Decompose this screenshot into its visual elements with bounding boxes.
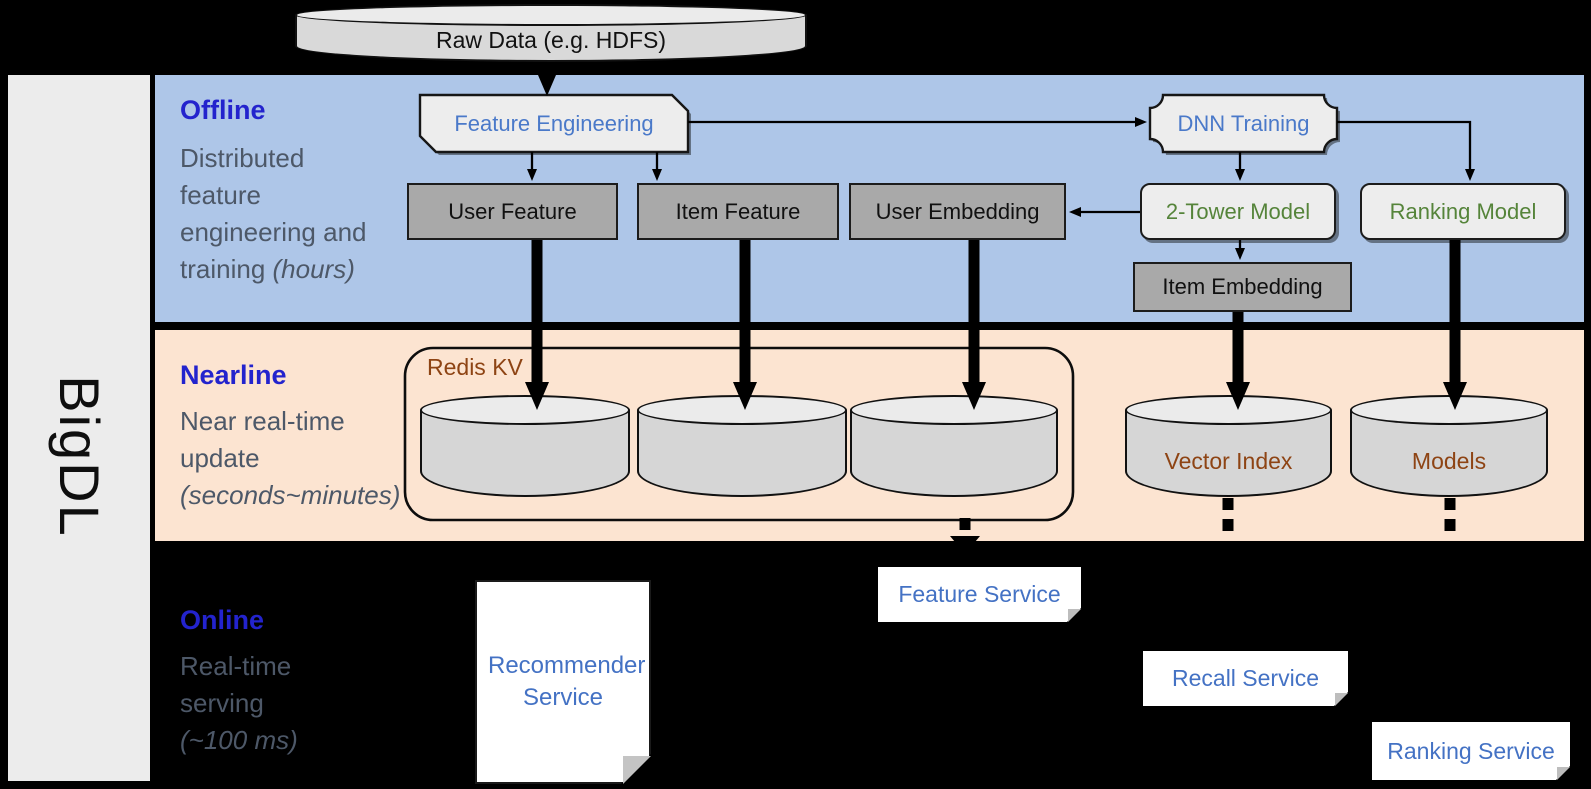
user-embedding-node: User Embedding bbox=[849, 183, 1066, 240]
item-embedding-node: Item Embedding bbox=[1133, 262, 1352, 312]
offline-description-note: (hours) bbox=[272, 254, 355, 284]
recall-service-label: Recall Service bbox=[1172, 665, 1319, 691]
raw-data-cylinder-top bbox=[295, 4, 807, 26]
recommender-service-label: Recommender Service bbox=[488, 652, 646, 711]
vector-index-store: Vector Index bbox=[1125, 395, 1332, 497]
nearline-description-text: Near real-time update bbox=[180, 406, 345, 473]
redis-shard-1 bbox=[420, 395, 630, 497]
feature-service-label: Feature Service bbox=[898, 581, 1061, 607]
card-fold-flap bbox=[1335, 693, 1348, 706]
cylinder-top bbox=[637, 395, 847, 425]
online-description: Real-time serving (~100 ms) bbox=[180, 648, 325, 759]
item-feature-node: Item Feature bbox=[637, 183, 839, 240]
two-tower-model-node: 2-Tower Model bbox=[1140, 183, 1336, 240]
cylinder-top bbox=[850, 395, 1058, 425]
feature-engineering-node: Feature Engineering bbox=[454, 110, 654, 136]
redis-shard-2 bbox=[637, 395, 847, 497]
card-fold-flap bbox=[1068, 609, 1081, 622]
recall-service-card: Recall Service bbox=[1143, 651, 1348, 706]
nearline-description: Near real-time update (seconds~minutes) bbox=[180, 403, 415, 514]
doc-fold-flap bbox=[623, 756, 651, 784]
offline-description-text: Distributed feature engineering and trai… bbox=[180, 143, 367, 284]
nearline-title: Nearline bbox=[180, 360, 287, 390]
cylinder-top bbox=[1350, 395, 1548, 425]
online-title: Online bbox=[180, 605, 265, 635]
ranking-model-node: Ranking Model bbox=[1360, 183, 1566, 240]
raw-data-store: Raw Data (e.g. HDFS) bbox=[295, 4, 807, 62]
models-label: Models bbox=[1411, 447, 1487, 474]
bigdl-sidebar: BigDL bbox=[8, 75, 150, 781]
offline-title: Offline bbox=[180, 95, 266, 125]
ranking-service-label: Ranking Service bbox=[1387, 737, 1555, 764]
online-description-text: Real-time serving bbox=[180, 651, 292, 718]
raw-data-label: Raw Data (e.g. HDFS) bbox=[435, 26, 667, 53]
feature-service-card: Feature Service bbox=[878, 567, 1081, 622]
dnn-training-node: DNN Training bbox=[1177, 110, 1310, 136]
vector-index-label: Vector Index bbox=[1164, 447, 1293, 474]
cylinder-top bbox=[1125, 395, 1332, 425]
online-description-note: (~100 ms) bbox=[180, 725, 298, 755]
nearline-description-note: (seconds~minutes) bbox=[180, 480, 401, 510]
redis-shard-3 bbox=[850, 395, 1058, 497]
cylinder-top bbox=[420, 395, 630, 425]
bigdl-logo-text: BigDL bbox=[47, 374, 111, 538]
user-feature-node: User Feature bbox=[407, 183, 618, 240]
ranking-service-card: Ranking Service bbox=[1372, 722, 1570, 780]
recommender-service-doc: Recommender Service bbox=[475, 580, 651, 784]
redis-kv-label: Redis KV bbox=[427, 354, 523, 380]
offline-description: Distributed feature engineering and trai… bbox=[180, 140, 392, 288]
card-fold-flap bbox=[1557, 767, 1570, 780]
models-store: Models bbox=[1350, 395, 1548, 497]
